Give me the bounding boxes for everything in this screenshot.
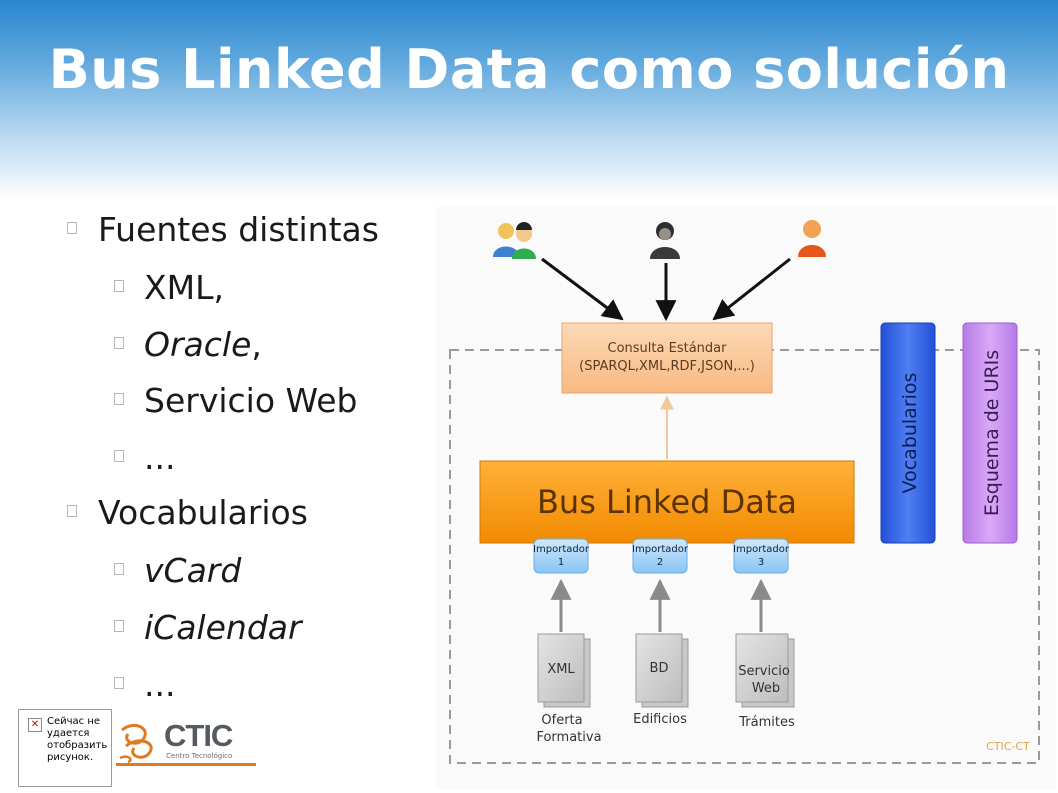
- bullet-glyph-icon: [67, 222, 77, 234]
- source-xml: XML Oferta Formativa: [536, 633, 602, 745]
- subbullet-ellipsis-2: ...: [114, 665, 176, 704]
- importer-3: Importador 3: [733, 538, 790, 574]
- user-group-icon: [493, 222, 536, 259]
- importer-number: 2: [657, 557, 663, 568]
- broken-image-line: рисунок.: [47, 752, 94, 763]
- vocabularios-label: Vocabularios: [899, 373, 921, 494]
- logo-bar: [116, 763, 256, 766]
- importer-label: Importador: [632, 544, 689, 555]
- source-label: XML: [547, 662, 575, 677]
- arrow-user-query: [712, 257, 791, 321]
- source-label-line2: Web: [752, 681, 780, 696]
- bullet-glyph-icon: [114, 620, 124, 632]
- bullet-vocabularios: Vocabularios: [67, 493, 308, 532]
- source-bd: BD Edificios: [633, 633, 689, 727]
- bullet-glyph-icon: [114, 337, 124, 349]
- subbullet-oracle: Oracle,: [114, 325, 262, 364]
- source-label: BD: [650, 661, 669, 676]
- ctic-swirl-icon: [119, 724, 153, 764]
- subbullet-xml-text: XML,: [144, 268, 224, 307]
- importer-1: Importador 1: [533, 538, 590, 574]
- importer-label: Importador: [533, 544, 590, 555]
- broken-image-text: Сейчас не удается отобразить рисунок.: [47, 716, 107, 764]
- arrow-user-query: [541, 257, 624, 321]
- architecture-diagram: Consulta Estándar (SPARQL,XML,RDF,JSON,.…: [436, 207, 1056, 790]
- vocabularios-box: [880, 322, 936, 544]
- subbullet-oracle-text: Oracle: [144, 325, 252, 364]
- bullet-fuentes-text: Fuentes distintas: [98, 210, 379, 249]
- broken-image-icon: ✕: [28, 718, 42, 732]
- broken-image-line: удается: [47, 728, 90, 739]
- source-caption: Formativa: [536, 730, 601, 745]
- query-box: [561, 322, 773, 394]
- subbullet-vcard-text: vCard: [144, 551, 242, 590]
- subbullet-ellipsis-1-text: ...: [144, 438, 176, 477]
- bullet-glyph-icon: [114, 450, 124, 462]
- bullet-fuentes: Fuentes distintas: [67, 210, 379, 249]
- importer-number: 3: [758, 557, 764, 568]
- slide-title: Bus Linked Data como solución: [48, 38, 1010, 101]
- bus-label: Bus Linked Data: [537, 483, 797, 521]
- logo-subtitle: Centro Tecnológico: [166, 752, 233, 760]
- source-caption: Trámites: [738, 715, 795, 730]
- bullet-vocabularios-text: Vocabularios: [98, 493, 308, 532]
- source-caption: Edificios: [633, 712, 687, 727]
- bullet-glyph-icon: [114, 393, 124, 405]
- source-label: Servicio: [738, 664, 790, 679]
- query-box-formats: (SPARQL,XML,RDF,JSON,...): [579, 359, 755, 374]
- importer-2: Importador 2: [632, 538, 689, 574]
- ctic-logo: CTIC Centro Tecnológico: [116, 718, 256, 768]
- user-orange-icon: [798, 220, 826, 257]
- importer-number: 1: [558, 557, 564, 568]
- subbullet-ellipsis-1: ...: [114, 438, 176, 477]
- broken-image-line: Сейчас не: [47, 716, 101, 727]
- user-dark-icon: [650, 222, 680, 259]
- bus-box: [479, 460, 855, 544]
- header-band: [0, 0, 1058, 200]
- query-box-title: Consulta Estándar: [608, 341, 728, 356]
- subbullet-servicio-web-text: Servicio Web: [144, 381, 358, 420]
- bullet-glyph-icon: [114, 563, 124, 575]
- subbullet-ellipsis-2-text: ...: [144, 665, 176, 704]
- bullet-glyph-icon: [114, 280, 124, 292]
- bullet-glyph-icon: [67, 505, 77, 517]
- importer-label: Importador: [733, 544, 790, 555]
- system-boundary: [449, 349, 1040, 764]
- source-caption: Oferta: [541, 713, 582, 728]
- subbullet-icalendar-text: iCalendar: [144, 608, 302, 647]
- subbullet-icalendar: iCalendar: [114, 608, 302, 647]
- logo-name: CTIC: [164, 718, 233, 753]
- subbullet-vcard: vCard: [114, 551, 242, 590]
- source-servicio-web: Servicio Web Trámites: [735, 633, 795, 730]
- subbullet-oracle-comma: ,: [251, 325, 262, 364]
- watermark-text: CTIC-CT: [986, 740, 1030, 753]
- broken-image-placeholder: ✕ Сейчас не удается отобразить рисунок.: [18, 709, 112, 787]
- bullet-glyph-icon: [114, 677, 124, 689]
- uri-scheme-label: Esquema de URIs: [981, 350, 1003, 516]
- broken-image-line: отобразить: [47, 740, 108, 751]
- subbullet-servicio-web: Servicio Web: [114, 381, 358, 420]
- uri-scheme-box: [962, 322, 1018, 544]
- subbullet-xml: XML,: [114, 268, 224, 307]
